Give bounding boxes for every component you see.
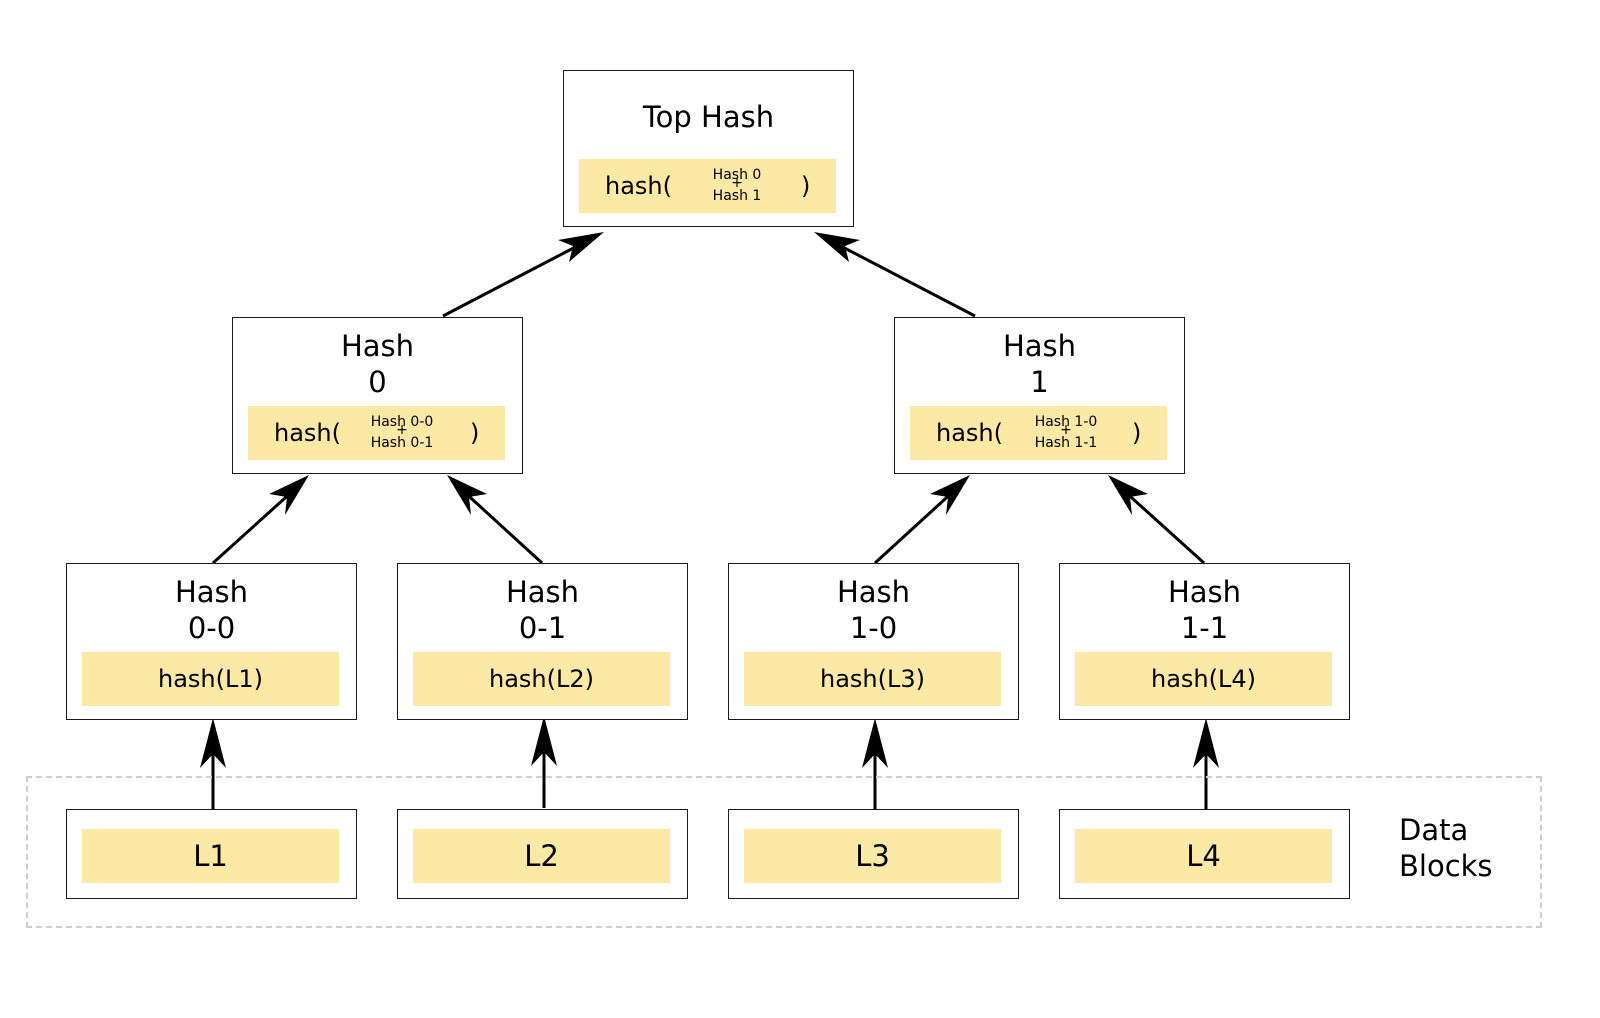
- hash-1-1-title-line1: Hash: [1167, 575, 1242, 609]
- hash-0-title-line1: Hash: [340, 329, 415, 363]
- data-block-l2-fill: L2: [413, 829, 670, 883]
- hash-0-0-title-line1: Hash: [174, 575, 249, 609]
- top-hash-node: Top Hash hash( Hash 0 Hash 1 + ): [563, 70, 854, 227]
- fn-args: Hash 1-0 Hash 1-1: [1006, 412, 1126, 454]
- hash-1-function: hash( Hash 1-0 Hash 1-1 + ): [910, 406, 1167, 460]
- data-blocks-label-line2: Blocks: [1399, 849, 1493, 883]
- hash-1-1-title-line2: 1-1: [1180, 611, 1229, 645]
- hash-0-0-node: Hash 0-0 hash(L1): [66, 563, 357, 720]
- fn-plus: +: [396, 422, 408, 438]
- arrow-hash1-to-top: [814, 232, 976, 318]
- hash-1-1-function: hash(L4): [1075, 652, 1332, 706]
- top-hash-title: Top Hash: [642, 100, 775, 134]
- fn-text: hash(L4): [1151, 665, 1256, 693]
- data-block-label: L1: [193, 839, 228, 873]
- arrow-hash0-to-top: [442, 232, 604, 318]
- fn-arg1: Hash 0-0: [370, 414, 434, 430]
- hash-0-0-function: hash(L1): [82, 652, 339, 706]
- fn-plus: +: [1060, 422, 1072, 438]
- arrow-l3-to-hash10: [862, 718, 888, 811]
- arrow-l2-to-hash01: [531, 716, 557, 808]
- hash-1-0-title-line1: Hash: [836, 575, 911, 609]
- hash-1-title-line2: 1: [1030, 365, 1049, 399]
- arrow-l1-to-hash00: [200, 718, 226, 811]
- fn-arg1: Hash 1-0: [1034, 414, 1098, 430]
- data-block-label: L3: [855, 839, 890, 873]
- data-block-l1: L1: [66, 809, 357, 899]
- hash-0-1-title-line1: Hash: [505, 575, 580, 609]
- hash-1-0-title-line2: 1-0: [849, 611, 898, 645]
- fn-close: ): [470, 419, 480, 447]
- fn-text: hash(L1): [158, 665, 263, 693]
- fn-close: ): [801, 172, 811, 200]
- data-blocks-region: [26, 776, 1542, 928]
- arrow-l4-to-hash11: [1193, 718, 1219, 811]
- fn-arg1: Hash 0: [712, 167, 762, 183]
- arrow-hash10-to-hash1: [873, 475, 970, 565]
- data-block-label: L4: [1186, 839, 1221, 873]
- fn-text: hash(L2): [489, 665, 594, 693]
- data-block-l3: L3: [728, 809, 1019, 899]
- fn-close: ): [1132, 419, 1142, 447]
- hash-1-0-function: hash(L3): [744, 652, 1001, 706]
- fn-plus: +: [731, 175, 743, 191]
- arrow-hash01-to-hash0: [447, 475, 544, 565]
- data-blocks-label-line1: Data: [1399, 813, 1469, 847]
- fn-open: hash(: [605, 172, 672, 200]
- hash-0-1-node: Hash 0-1 hash(L2): [397, 563, 688, 720]
- fn-open: hash(: [936, 419, 1003, 447]
- data-block-l4-fill: L4: [1075, 829, 1332, 883]
- data-block-l1-fill: L1: [82, 829, 339, 883]
- hash-1-0-node: Hash 1-0 hash(L3): [728, 563, 1019, 720]
- hash-1-title-line1: Hash: [1002, 329, 1077, 363]
- arrow-hash00-to-hash0: [211, 475, 309, 565]
- data-block-l2: L2: [397, 809, 688, 899]
- top-hash-function: hash( Hash 0 Hash 1 + ): [579, 159, 836, 213]
- fn-arg2: Hash 1: [712, 188, 762, 204]
- arrow-hash11-to-hash1: [1108, 475, 1206, 565]
- fn-args: Hash 0-0 Hash 0-1: [342, 412, 462, 454]
- hash-0-1-title-line2: 0-1: [518, 611, 567, 645]
- hash-0-title-line2: 0: [368, 365, 387, 399]
- fn-arg2: Hash 0-1: [370, 435, 434, 451]
- fn-open: hash(: [274, 419, 341, 447]
- hash-1-node: Hash 1 hash( Hash 1-0 Hash 1-1 + ): [894, 317, 1185, 474]
- fn-text: hash(L3): [820, 665, 925, 693]
- fn-arg2: Hash 1-1: [1034, 435, 1098, 451]
- data-blocks-label: Data Blocks: [1399, 812, 1493, 884]
- fn-args: Hash 0 Hash 1: [677, 165, 797, 207]
- hash-0-node: Hash 0 hash( Hash 0-0 Hash 0-1 + ): [232, 317, 523, 474]
- data-block-l3-fill: L3: [744, 829, 1001, 883]
- data-block-l4: L4: [1059, 809, 1350, 899]
- hash-1-1-node: Hash 1-1 hash(L4): [1059, 563, 1350, 720]
- hash-0-0-title-line2: 0-0: [187, 611, 236, 645]
- data-block-label: L2: [524, 839, 559, 873]
- hash-0-1-function: hash(L2): [413, 652, 670, 706]
- hash-0-function: hash( Hash 0-0 Hash 0-1 + ): [248, 406, 505, 460]
